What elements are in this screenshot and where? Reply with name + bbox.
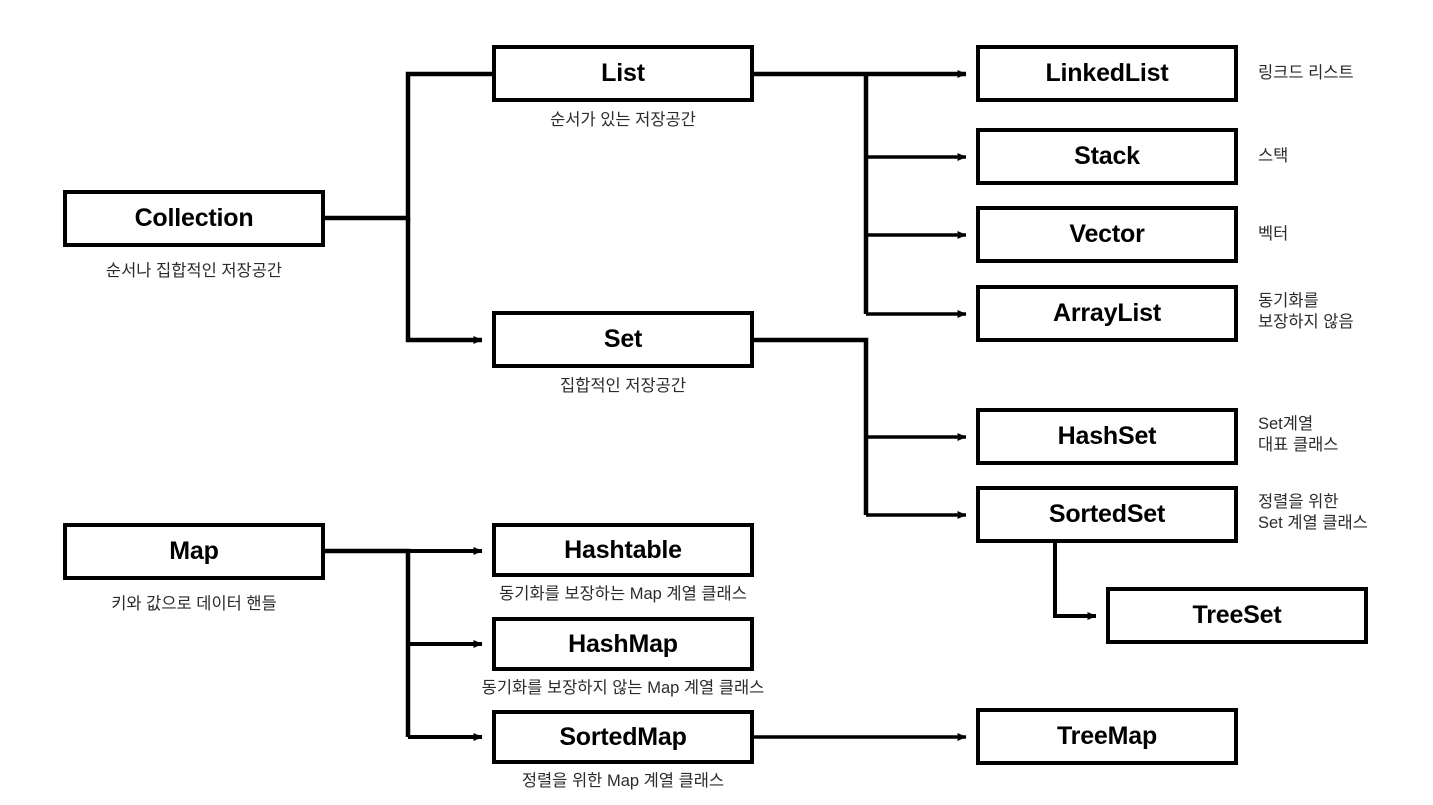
node-label-list: List <box>601 59 645 87</box>
node-stack[interactable]: Stack <box>976 128 1238 185</box>
node-label-hashtable: Hashtable <box>564 535 682 564</box>
node-treeset[interactable]: TreeSet <box>1106 587 1368 644</box>
node-treemap[interactable]: TreeMap <box>976 708 1238 765</box>
node-label-sortedset: SortedSet <box>1048 500 1166 528</box>
edge-set-trunk <box>754 337 869 515</box>
node-label-stack: Stack <box>1074 142 1140 170</box>
caption-hashmap: 동기화를 보장하지 않는 Map 계열 클래스 <box>481 679 765 697</box>
node-sortedmap[interactable]: SortedMap <box>492 710 754 764</box>
node-label-hashmap: HashMap <box>568 629 678 658</box>
node-hashmap[interactable]: HashMap <box>492 617 754 671</box>
node-label-arraylist: ArrayList <box>1053 299 1161 327</box>
node-linkedlist[interactable]: LinkedList <box>976 45 1238 102</box>
node-map[interactable]: Map <box>63 523 325 580</box>
caption-sortedmap: 정렬을 위한 Map 계열 클래스 <box>521 772 725 790</box>
node-label-map: Map <box>169 537 219 565</box>
node-arraylist[interactable]: ArrayList <box>976 285 1238 342</box>
node-vector[interactable]: Vector <box>976 206 1238 263</box>
caption-arraylist: 동기화를 보장하지 않음 <box>1258 292 1354 332</box>
caption-stack: 스택 <box>1258 147 1289 165</box>
node-label-sortedmap: SortedMap <box>559 722 687 751</box>
node-collection[interactable]: Collection <box>63 190 325 247</box>
node-label-linkedlist: LinkedList <box>1045 59 1169 87</box>
node-label-vector: Vector <box>1069 220 1145 248</box>
caption-map: 키와 값으로 데이터 핸들 <box>111 595 277 613</box>
caption-sortedset: 정렬을 위한 Set 계열 클래스 <box>1258 493 1368 533</box>
node-list[interactable]: List <box>492 45 754 102</box>
edge-collection-to-set <box>405 218 483 344</box>
edge-map-trunk <box>325 548 411 737</box>
caption-set: 집합적인 저장공간 <box>559 377 687 395</box>
caption-vector: 벡터 <box>1258 225 1289 243</box>
node-label-collection: Collection <box>134 204 254 232</box>
caption-linkedlist: 링크드 리스트 <box>1258 64 1354 82</box>
node-hashset[interactable]: HashSet <box>976 408 1238 465</box>
caption-collection: 순서나 집합적인 저장공간 <box>105 262 283 280</box>
caption-hashset: Set계열 대표 클래스 <box>1258 415 1339 455</box>
node-label-treeset: TreeSet <box>1192 601 1282 629</box>
node-hashtable[interactable]: Hashtable <box>492 523 754 577</box>
node-label-set: Set <box>603 325 643 353</box>
edge-sortedset-to-treeset <box>1053 543 1097 620</box>
caption-hashtable: 동기화를 보장하는 Map 계열 클래스 <box>499 585 747 603</box>
node-label-treemap: TreeMap <box>1056 722 1158 750</box>
node-sortedset[interactable]: SortedSet <box>976 486 1238 543</box>
caption-list: 순서가 있는 저장공간 <box>550 111 696 129</box>
node-set[interactable]: Set <box>492 311 754 368</box>
node-label-hashset: HashSet <box>1057 422 1157 450</box>
